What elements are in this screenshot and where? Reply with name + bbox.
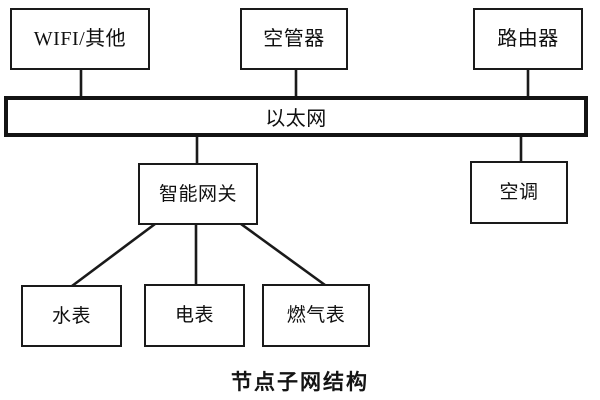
edge-gateway-to-water-meter	[71, 222, 156, 288]
node-smart-gateway-label: 智能网关	[158, 183, 237, 205]
node-air-conditioner[interactable]: 空调	[470, 161, 568, 224]
node-gas-meter[interactable]: 燃气表	[262, 284, 370, 347]
node-smart-gateway[interactable]: 智能网关	[138, 163, 258, 225]
node-wifi-other[interactable]: WIFI/其他	[10, 8, 150, 70]
ethernet-bus-bar[interactable]: 以太网	[4, 96, 588, 137]
node-water-meter-label: 水表	[51, 305, 91, 327]
diagram-caption: 节点子网结构	[231, 371, 369, 394]
node-air-controller[interactable]: 空管器	[240, 8, 348, 70]
node-router[interactable]: 路由器	[473, 8, 583, 70]
node-air-conditioner-label: 空调	[499, 182, 539, 203]
node-router-label: 路由器	[497, 28, 559, 50]
ethernet-bus-label: 以太网	[265, 108, 327, 130]
edge-gateway-to-gas-meter	[240, 222, 326, 287]
node-air-controller-label: 空管器	[263, 28, 325, 50]
node-gas-meter-label: 燃气表	[286, 305, 346, 326]
node-water-meter[interactable]: 水表	[21, 285, 122, 347]
node-electric-meter-label: 电表	[174, 305, 214, 326]
node-wifi-other-label: WIFI/其他	[33, 28, 127, 50]
node-electric-meter[interactable]: 电表	[144, 284, 245, 347]
